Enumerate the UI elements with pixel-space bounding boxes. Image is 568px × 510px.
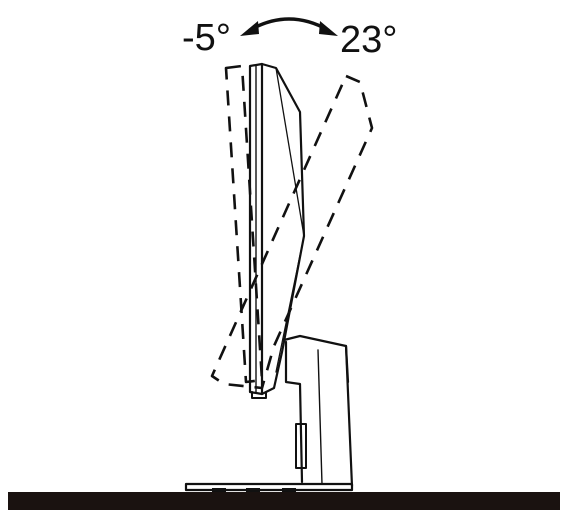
ground-surface	[8, 492, 560, 510]
base-foot-left	[212, 488, 226, 492]
panel-back-crease-lower	[275, 235, 305, 373]
min-tilt-angle-label: -5°	[182, 17, 231, 59]
stand-column	[284, 340, 304, 484]
panel-bottom-lip	[251, 391, 267, 399]
stand-column-back	[344, 344, 354, 488]
tilt-range-arrow	[240, 17, 338, 36]
panel-back-crease-upper	[275, 67, 305, 237]
base-foot-right	[282, 488, 296, 492]
base-foot-middle	[246, 488, 260, 492]
arrow-head-left	[240, 21, 259, 36]
stand-cable-slot	[295, 423, 307, 469]
tilt-arc	[248, 17, 330, 32]
stand-base	[184, 482, 354, 492]
arrow-head-right	[319, 21, 338, 36]
backward-tilt-outline	[210, 74, 374, 390]
stand-neck-hinge	[282, 334, 350, 384]
max-tilt-angle-label: 23°	[340, 19, 397, 61]
forward-tilt-outline	[224, 64, 264, 384]
monitor-stand	[184, 334, 354, 492]
monitor-panel	[248, 62, 306, 399]
stand-column-inner	[317, 349, 323, 485]
